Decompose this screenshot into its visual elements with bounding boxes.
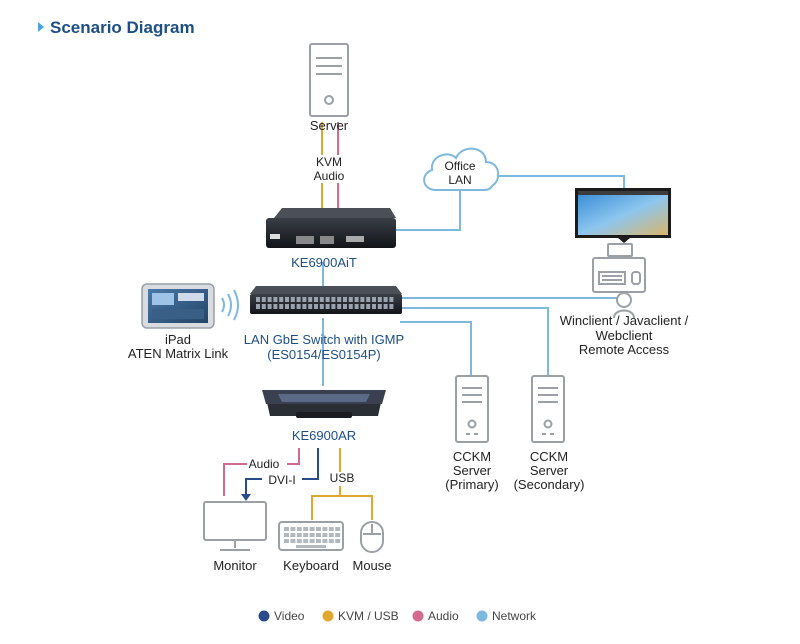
rx-audio-label: Audio [249,457,280,471]
rx-dvi-label: DVI-I [268,473,295,487]
switch-label-2: (ES0154/ES0154P) [267,347,380,362]
cckm-primary-label-3: (Primary) [445,477,498,492]
ipad-label-1: iPad [165,332,191,347]
server-label: Server [310,118,349,133]
receiver-label: KE6900AR [292,428,356,443]
legend-audio-dot [412,610,424,622]
cckm-primary-label-1: CCKM [453,449,491,464]
server-audio-label: Audio [314,169,345,183]
ipad-label-2: ATEN Matrix Link [128,346,229,361]
cckm-primary-server-icon [455,375,489,443]
switch-label-1: LAN GbE Switch with IGMP [244,332,404,347]
cckm-secondary-server-icon [531,375,565,443]
video-arrow-icon [241,494,251,501]
cckm-primary-label-2: Server [453,463,492,478]
wireless-icon [221,289,239,321]
legend-kvm-usb-label: KVM / USB [338,609,399,623]
legend-network-label: Network [492,609,537,623]
cckm-secondary-label-1: CCKM [530,449,568,464]
network-cable-switch-cckm1 [400,321,472,378]
legend-video-label: Video [274,609,305,623]
remote-screen-icon [575,188,671,243]
receiver-device-icon [262,390,386,418]
monitor-icon [203,501,267,551]
transmitter-label: KE6900AiT [291,255,357,270]
legend: Video KVM / USB Audio Network [258,609,537,623]
monitor-label: Monitor [213,558,257,573]
legend-video-dot [258,610,270,622]
legend-audio-label: Audio [428,609,459,623]
network-cable-transmitter-lan [395,190,461,231]
office-lan-label-1: Office [444,159,475,173]
cckm-secondary-label-3: (Secondary) [514,477,585,492]
workstation-icon [592,243,646,319]
office-lan-label-2: LAN [448,173,471,187]
network-cable-switch-cckm2 [400,307,549,378]
rx-usb-label: USB [330,471,355,485]
mouse-label: Mouse [352,558,391,573]
server-icon [309,43,349,117]
clients-label-3: Remote Access [579,342,670,357]
ipad-icon [141,283,215,329]
legend-network-dot [476,610,488,622]
mouse-icon [360,521,384,553]
legend-kvm-usb-dot [322,610,334,622]
keyboard-label: Keyboard [283,558,339,573]
clients-label-1: Winclient / Javaclient / [560,313,689,328]
transmitter-device-icon [266,208,396,248]
cloud-icon [423,147,500,191]
network-cable-lan-client [498,175,625,190]
clients-label-2: Webclient [596,328,653,343]
keyboard-icon [278,521,344,551]
server-kvm-label: KVM [316,155,342,169]
page-title: Scenario Diagram [50,18,195,37]
network-cable-switch-client [400,290,625,299]
title-arrow-icon [38,22,44,32]
switch-device-icon [250,286,402,314]
cckm-secondary-label-2: Server [530,463,569,478]
